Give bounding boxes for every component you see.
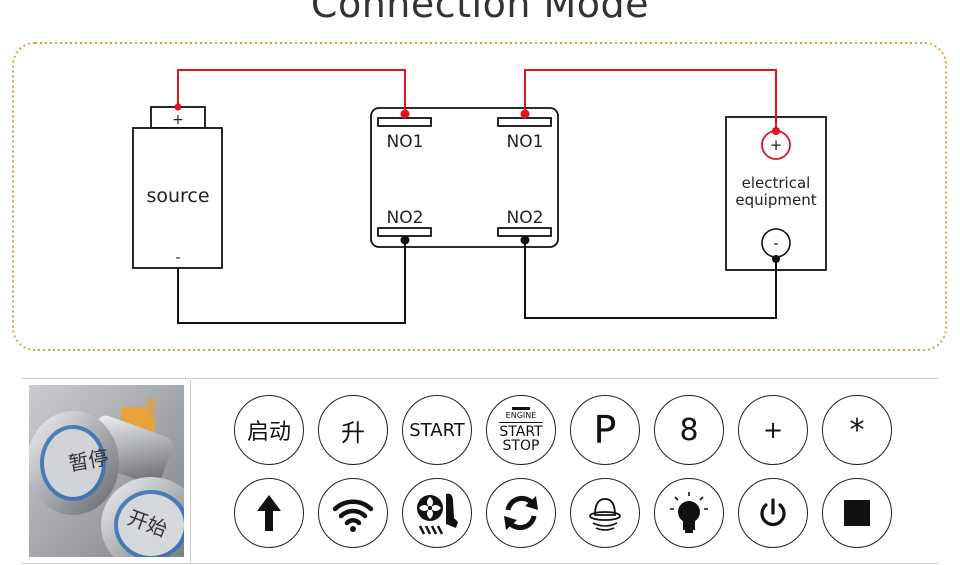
dot-black-equipment	[772, 255, 780, 263]
divider-vertical	[190, 380, 191, 563]
product-photo: 暂停 开始	[29, 385, 184, 557]
connection-diagram: + source - NO1 NO1 NO2 NO2 + electrical …	[12, 42, 947, 351]
dot-red-source	[174, 103, 182, 111]
dot-black-no2-right	[520, 235, 530, 245]
icon-asterisk: *	[822, 395, 892, 465]
wifi-icon	[318, 478, 388, 548]
arrow-up-icon	[234, 478, 304, 548]
dot-red-no1-left	[400, 109, 410, 119]
stop-square-icon	[822, 478, 892, 548]
fan-seat-icon	[402, 478, 472, 548]
contact-no1-right	[497, 117, 552, 127]
label-no1-left: NO1	[387, 132, 424, 152]
wire-red-source-to-switch	[177, 69, 406, 114]
dot-red-equipment	[772, 127, 780, 135]
wire-black-source-to-switch	[177, 240, 406, 324]
dot-red-no1-right	[520, 109, 530, 119]
wire-red-switch-to-equipment	[524, 69, 777, 131]
source-label: source	[146, 185, 209, 207]
divider-bottom	[22, 563, 938, 564]
divider-top	[22, 378, 938, 379]
source-box	[132, 127, 223, 269]
equipment-label-line2: equipment	[735, 191, 816, 209]
label-no1-right: NO1	[507, 132, 544, 152]
power-icon	[738, 478, 808, 548]
page-title: Connection Mode	[310, 0, 650, 26]
equipment-minus: -	[773, 234, 778, 252]
dot-black-no2-left	[400, 235, 410, 245]
label-no2-left: NO2	[387, 208, 424, 228]
bulb-icon	[654, 478, 724, 548]
switch-box	[370, 107, 559, 248]
source-plus: +	[172, 112, 184, 128]
icon-plus: +	[738, 395, 808, 465]
horn-icon	[570, 478, 640, 548]
icon-start-text: START	[402, 395, 472, 465]
contact-no2-left	[377, 227, 432, 237]
icon-parking: P	[570, 395, 640, 465]
wire-black-switch-to-equipment	[524, 240, 777, 319]
contact-no2-right	[497, 227, 552, 237]
icon-engine-start-stop: ENGINE START STOP	[486, 395, 556, 465]
icon-eight: 8	[654, 395, 724, 465]
icon-rise-cn: 升	[318, 395, 388, 465]
contact-no1-left	[377, 117, 432, 127]
refresh-icon	[486, 478, 556, 548]
equipment-label-line1: electrical	[742, 174, 811, 192]
icon-start-cn: 启动	[234, 395, 304, 465]
label-no2-right: NO2	[507, 208, 544, 228]
diagram-frame	[12, 42, 947, 351]
source-minus: -	[175, 250, 180, 266]
equipment-plus: +	[770, 136, 783, 154]
